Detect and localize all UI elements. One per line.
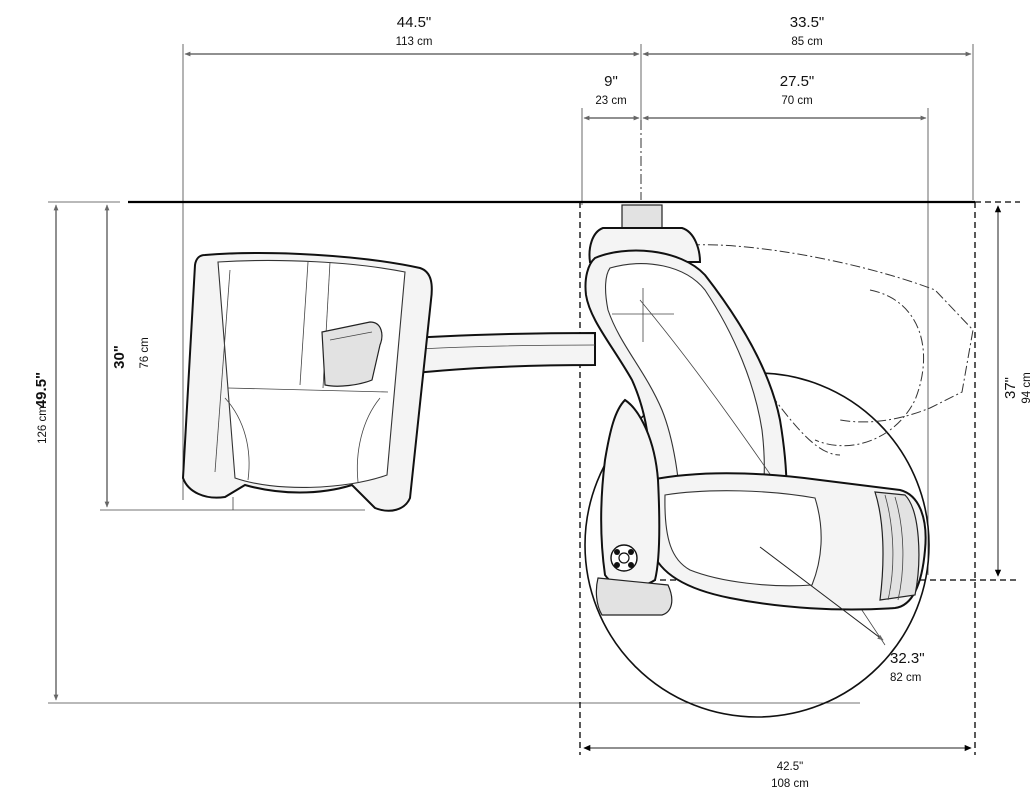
- total-left-inches-label: 44.5": [397, 14, 432, 31]
- dim-chair-depth: 30" 76 cm: [104, 204, 151, 508]
- dim-swing-radius: 32.3" 82 cm: [759, 546, 925, 684]
- swing-width-inches-label: 42.5": [777, 761, 803, 773]
- head-unit: [646, 472, 927, 611]
- chair-depth-cm-label: 76 cm: [139, 337, 151, 368]
- headrest-depth-inches-label: 37": [1002, 377, 1019, 399]
- dim-total-right: 33.5" 85 cm: [642, 14, 972, 57]
- chair-unit: [181, 252, 433, 512]
- total-right-inches-label: 33.5": [790, 14, 825, 31]
- total-left-cm-label: 113 cm: [396, 36, 433, 48]
- arm-reach-cm-label: 70 cm: [781, 95, 812, 107]
- total-depth-inches-label: 49.5": [33, 372, 50, 408]
- total-depth-cm-label: 126 cm: [37, 406, 49, 444]
- swing-width-cm-label: 108 cm: [771, 778, 809, 790]
- offset-cm-label: 23 cm: [595, 95, 626, 107]
- swing-radius-inches-label: 32.3": [890, 650, 925, 667]
- dim-swing-width: 42.5" 108 cm: [583, 744, 972, 790]
- dim-offset: 9" 23 cm: [583, 73, 640, 121]
- dim-headrest-depth: 37" 94 cm: [994, 205, 1033, 577]
- swing-radius-cm-label: 82 cm: [890, 672, 921, 684]
- handle-unit: [595, 398, 673, 616]
- extension-lines: [48, 44, 974, 704]
- dim-total-depth: 49.5" 126 cm: [33, 204, 59, 701]
- total-right-cm-label: 85 cm: [791, 36, 822, 48]
- ghost-headrest: [689, 244, 974, 456]
- arm-reach-inches-label: 27.5": [780, 73, 815, 90]
- chair-depth-inches-label: 30": [111, 345, 128, 369]
- offset-inches-label: 9": [604, 73, 618, 90]
- dim-total-left: 44.5" 113 cm: [184, 14, 640, 57]
- dim-arm-reach: 27.5" 70 cm: [642, 73, 927, 121]
- headrest-depth-cm-label: 94 cm: [1021, 372, 1033, 403]
